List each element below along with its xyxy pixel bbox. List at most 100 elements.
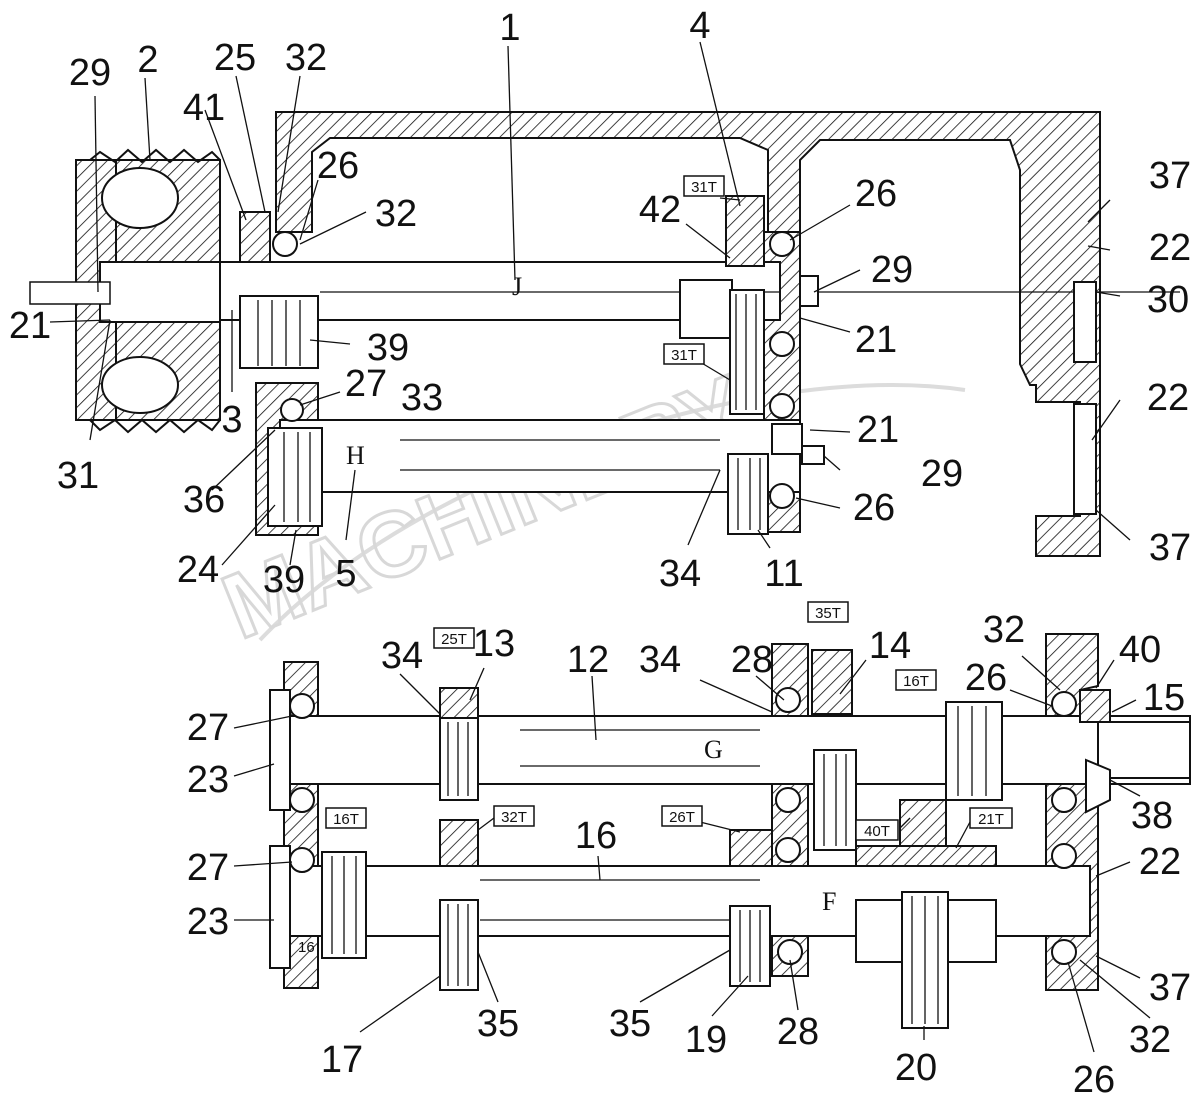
bearing-g-left-low [289,787,315,813]
tooth-tag-16t-f: 16T [325,807,367,829]
part-label: 39 [367,327,409,369]
part-label: 37 [1149,155,1191,197]
shaft-letter-h: H [346,441,365,470]
sleeve-21t [855,845,997,867]
shaft-letter-g: G [704,735,723,764]
shaft-g [289,715,1191,785]
gear-32t-hub [439,819,479,867]
bearing-g-right-low [1051,787,1077,813]
part-label: 40 [1119,629,1161,671]
cover-23-top [269,689,291,811]
gear-39-lower [267,427,323,527]
tooth-tag-25t: 25T [433,627,475,649]
gear-16t-g [945,701,1003,801]
bearing-g-mid-low [775,787,801,813]
part-label: 29 [69,52,111,94]
svg-text:32T: 32T [501,809,527,826]
part-label: 28 [731,639,773,681]
gear-39-upper [239,295,319,369]
part-label: 31 [57,455,99,497]
tooth-tag-35t: 35T [807,601,849,623]
part-label: 32 [983,609,1025,651]
part-label: 34 [381,635,423,677]
part-label: 4 [689,5,710,47]
bearing-28-g [775,687,801,713]
tooth-tag-31t-mid: 31T [663,343,705,365]
part-label: 15 [1143,677,1185,719]
gear-11 [727,453,769,535]
part-label: 36 [183,479,225,521]
part-label: 24 [177,549,219,591]
nut-15 [1079,689,1111,723]
seal-41 [239,211,271,263]
bearing-26-right-mid [769,331,795,357]
part-label: 37 [1149,967,1191,1009]
part-label: 21 [855,319,897,361]
gear-42-hub [679,279,733,339]
part-label: 30 [1147,279,1189,321]
part-label: 16 [575,815,617,857]
part-label: 26 [965,657,1007,699]
part-label: 34 [639,639,681,681]
part-label: 37 [1149,527,1191,569]
bearing-upper-h [769,393,795,419]
tooth-tag-31t-top: 31T [683,175,725,197]
gear-26t [729,829,773,867]
part-label: 14 [869,625,911,667]
upper-assembly: 1 2 29 25 32 4 41 26 32 42 26 37 22 29 3… [9,5,1191,601]
part-label: 11 [764,553,803,595]
gear-13-hub [439,687,479,719]
part-label: 22 [1139,841,1181,883]
part-label: 29 [921,453,963,495]
part-label: 41 [183,87,225,129]
part-label: 35 [609,1003,651,1045]
svg-text:35T: 35T [815,605,841,622]
cover-23-bottom [269,845,291,969]
gear-14 [811,649,853,715]
part-label: 26 [1073,1059,1115,1101]
gear-31t [729,289,765,415]
part-label: 2 [137,39,158,81]
gear-4 [725,195,765,267]
part-label: 32 [1129,1019,1171,1061]
part-label: 19 [685,1019,727,1061]
part-label: 22 [1147,377,1189,419]
svg-text:31T: 31T [691,179,717,196]
svg-text:16T: 16T [903,673,929,690]
shaft-letter-f: F [822,887,836,916]
part-label: 27 [187,847,229,889]
part-label: 5 [335,553,356,595]
gear-40t [899,799,947,847]
lower-assembly: 34 13 12 34 28 14 32 40 26 15 27 23 38 1… [187,601,1191,1101]
part-label: 20 [895,1047,937,1089]
part-label: 23 [187,901,229,943]
part-label: 33 [401,377,443,419]
part-label: 1 [499,7,520,49]
small-mark: 16 [298,939,315,956]
svg-text:16T: 16T [333,811,359,828]
bearing-26-g-right [1051,691,1077,717]
tooth-tag-32t: 32T [493,805,535,827]
part-label: 3 [221,399,242,441]
shaft-h [279,419,825,493]
part-label: 22 [1149,227,1191,269]
tooth-tag-40t: 40T [855,819,899,841]
bearing-22-top [1073,281,1097,363]
part-label: 26 [853,487,895,529]
bearing-26-h [769,483,795,509]
bearing-f-right [1051,843,1077,869]
bearing-27-g [289,693,315,719]
bearing-22-bottom [1073,403,1097,515]
shaft-letter-j: J [512,272,522,301]
svg-text:25T: 25T [441,631,467,648]
upper-leaders [49,41,1131,566]
bearing-27 [280,398,304,422]
part-label: 21 [857,409,899,451]
upper-housing [275,111,1101,557]
part-label: 12 [567,639,609,681]
part-label: 38 [1131,795,1173,837]
part-label: 26 [855,173,897,215]
part-label: 23 [187,759,229,801]
part-label: 34 [659,553,701,595]
